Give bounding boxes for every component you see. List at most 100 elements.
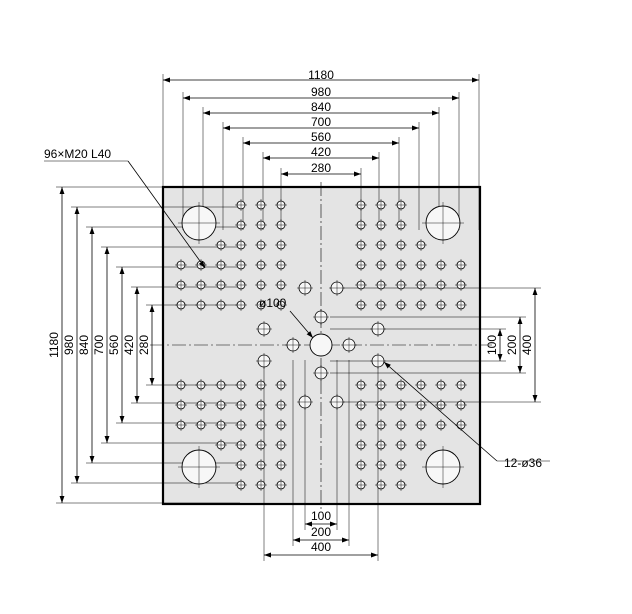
threaded-hole [415, 279, 427, 291]
threaded-hole [435, 279, 447, 291]
threaded-hole [215, 399, 227, 411]
threaded-hole [455, 299, 467, 311]
threaded-hole [395, 479, 407, 491]
threaded-hole [435, 419, 447, 431]
threaded-hole [175, 259, 187, 271]
threaded-hole [235, 439, 247, 451]
threaded-hole [235, 419, 247, 431]
threaded-hole [435, 399, 447, 411]
threaded-hole [395, 199, 407, 211]
threaded-hole [415, 259, 427, 271]
threaded-hole [255, 459, 267, 471]
threaded-hole [275, 199, 287, 211]
ejector-hole-pattern [256, 280, 386, 410]
threaded-hole [435, 299, 447, 311]
threaded-hole [375, 419, 387, 431]
left-dim-280: 280 [137, 335, 151, 355]
threaded-hole [375, 259, 387, 271]
threaded-hole [395, 219, 407, 231]
threaded-hole [395, 419, 407, 431]
threaded-hole [435, 259, 447, 271]
threaded-hole [275, 479, 287, 491]
left-dim-840: 840 [77, 335, 91, 355]
threaded-hole [355, 199, 367, 211]
threaded-hole [215, 259, 227, 271]
threaded-hole [195, 299, 207, 311]
threaded-hole [235, 219, 247, 231]
right-dim-100: 100 [485, 335, 499, 355]
right-dim-200: 200 [505, 335, 519, 355]
threaded-hole [415, 239, 427, 251]
threaded-hole [415, 399, 427, 411]
top-dim-560: 560 [311, 130, 331, 144]
threaded-hole [255, 299, 267, 311]
threaded-hole [455, 279, 467, 291]
ejector-hole [329, 280, 345, 296]
ejector-hole [313, 365, 329, 381]
ejector-hole [370, 321, 386, 337]
threaded-hole [195, 399, 207, 411]
left-dim-700: 700 [92, 335, 106, 355]
top-dim-1180: 1180 [308, 68, 334, 82]
ejector-hole [370, 353, 386, 369]
threaded-hole [235, 259, 247, 271]
left-dim-980: 980 [62, 335, 76, 355]
threaded-hole [275, 219, 287, 231]
center-hole-callout-label: ø100 [259, 296, 287, 310]
right-dim-400: 400 [520, 335, 534, 355]
threaded-hole [235, 379, 247, 391]
threaded-hole-callout: 96×M20 L40 [44, 147, 206, 269]
threaded-hole [415, 439, 427, 451]
threaded-hole-pattern [175, 199, 467, 491]
ejector-hole-callout-label: 12-ø36 [504, 456, 542, 470]
threaded-hole [255, 399, 267, 411]
tie-bar-hole [422, 446, 464, 488]
threaded-hole [175, 419, 187, 431]
threaded-hole [235, 199, 247, 211]
threaded-hole-callout-label: 96×M20 L40 [44, 147, 111, 161]
top-dim-840: 840 [311, 100, 331, 114]
center-hole [309, 333, 333, 357]
threaded-hole [395, 399, 407, 411]
threaded-hole [235, 479, 247, 491]
threaded-hole [415, 419, 427, 431]
threaded-hole [375, 199, 387, 211]
ejector-hole [297, 280, 313, 296]
threaded-hole [355, 379, 367, 391]
threaded-hole [355, 479, 367, 491]
threaded-hole [195, 279, 207, 291]
center-hole-callout: ø100 [259, 296, 314, 339]
threaded-hole [375, 379, 387, 391]
threaded-hole [235, 299, 247, 311]
tie-bar-hole [178, 446, 220, 488]
ejector-hole [297, 394, 313, 410]
threaded-hole [195, 379, 207, 391]
threaded-hole [275, 379, 287, 391]
threaded-hole [355, 459, 367, 471]
bottom-dim-100: 100 [311, 509, 331, 523]
threaded-hole [355, 279, 367, 291]
threaded-hole [235, 459, 247, 471]
threaded-hole [395, 439, 407, 451]
top-dim-700: 700 [311, 115, 331, 129]
threaded-hole [175, 399, 187, 411]
threaded-hole [235, 239, 247, 251]
threaded-hole [415, 299, 427, 311]
threaded-hole [215, 239, 227, 251]
top-dim-280: 280 [311, 161, 331, 175]
threaded-hole [395, 239, 407, 251]
bottom-dim-200: 200 [311, 525, 331, 539]
ejector-hole [313, 309, 329, 325]
top-dim-980: 980 [311, 85, 331, 99]
threaded-hole [395, 459, 407, 471]
threaded-hole [355, 239, 367, 251]
threaded-hole [375, 279, 387, 291]
threaded-hole [355, 259, 367, 271]
ejector-hole [329, 394, 345, 410]
threaded-hole [235, 279, 247, 291]
extension-lines [56, 74, 541, 561]
left-dim-560: 560 [107, 335, 121, 355]
threaded-hole [255, 479, 267, 491]
threaded-hole [215, 419, 227, 431]
threaded-hole [255, 219, 267, 231]
